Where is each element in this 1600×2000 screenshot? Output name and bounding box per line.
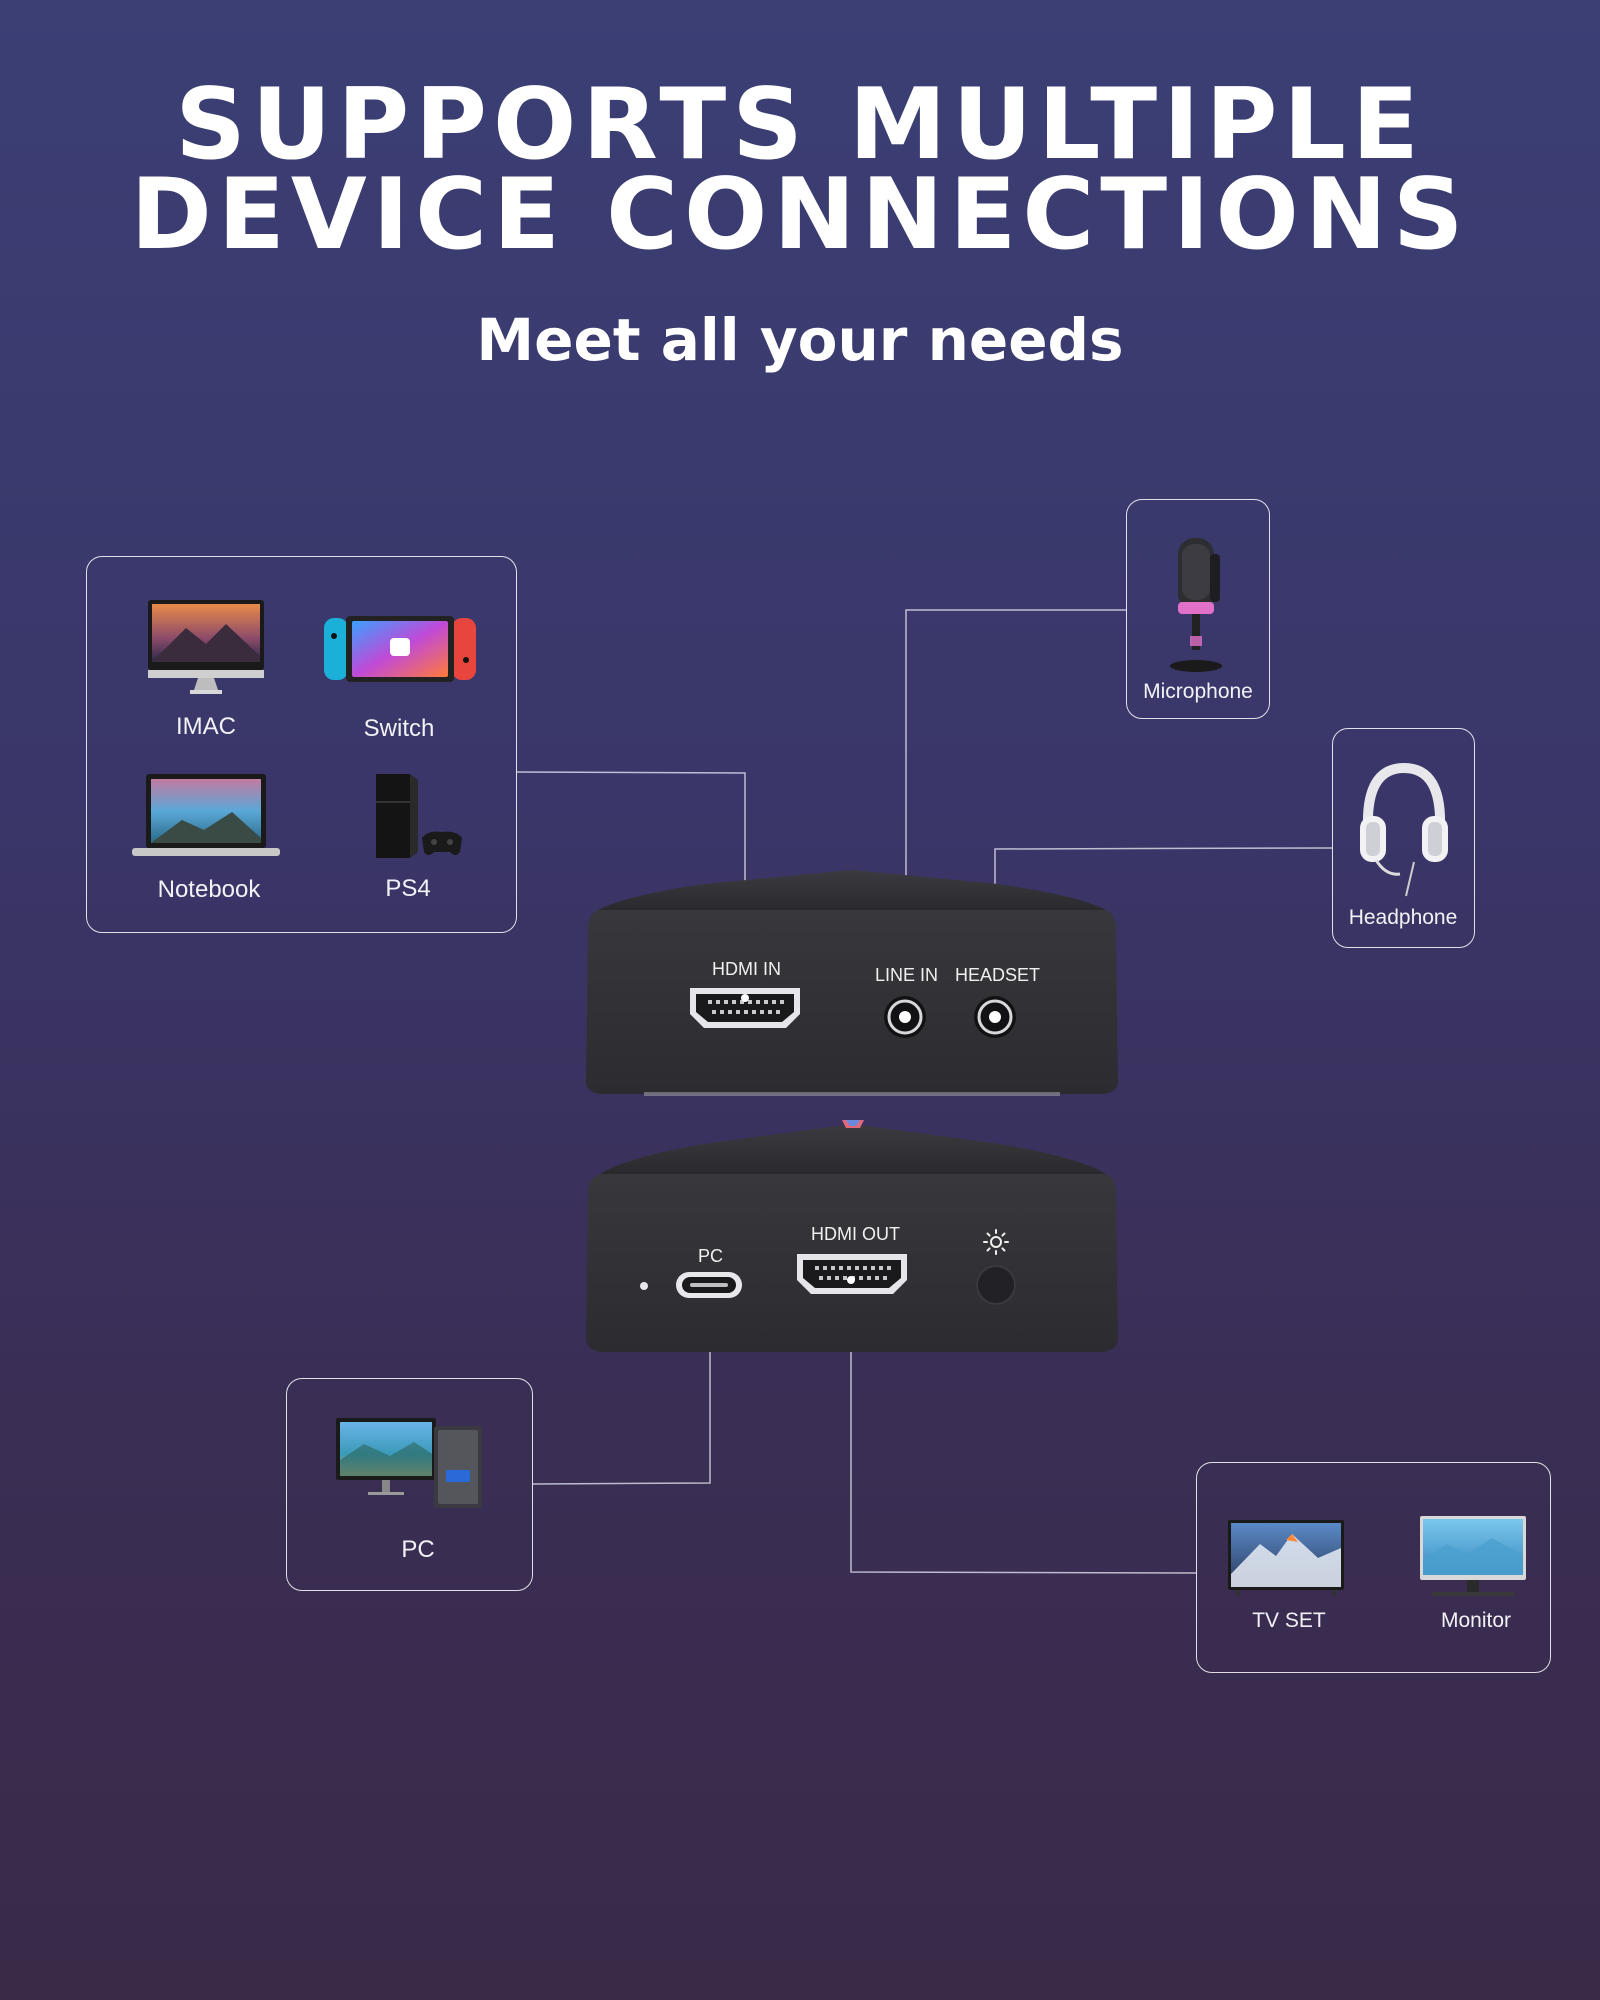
switch-icon	[324, 616, 476, 682]
pc-port-label: PC	[698, 1246, 724, 1266]
headphone-icon	[1360, 762, 1448, 897]
subtitle: Meet all your needs	[476, 306, 1124, 374]
imac-label: IMAC	[176, 713, 236, 740]
monitor-icon	[1420, 1516, 1526, 1596]
line-in-label: LINE IN	[875, 965, 939, 985]
tv-icon	[1228, 1520, 1344, 1596]
hub-top-unit	[586, 870, 1118, 1096]
notebook-icon	[132, 774, 280, 856]
pc-icon	[336, 1418, 482, 1508]
microphone-icon	[1170, 538, 1222, 672]
microphone-panel	[1126, 499, 1270, 719]
headphone-panel	[1332, 728, 1475, 948]
headline-line-1: SUPPORTS MULTIPLE	[175, 68, 1425, 182]
brightness-icon	[983, 1229, 1009, 1255]
ps4-icon	[376, 774, 462, 858]
pc-label: PC	[401, 1536, 435, 1563]
status-led	[640, 1282, 648, 1290]
hdmi-out-label: HDMI OUT	[811, 1224, 900, 1244]
display-panel	[1196, 1462, 1551, 1673]
headset-label: HEADSET	[955, 965, 1041, 985]
notebook-label: Notebook	[157, 876, 261, 903]
ps4-label: PS4	[385, 875, 431, 902]
line-in-jack	[884, 996, 926, 1038]
headline-line-2: DEVICE CONNECTIONS	[130, 158, 1470, 272]
switch-label: Switch	[363, 715, 435, 742]
brightness-button[interactable]	[976, 1265, 1016, 1305]
headset-jack	[974, 996, 1016, 1038]
wire-hdmi-out	[850, 1280, 1197, 1574]
monitor-label: Monitor	[1440, 1609, 1512, 1632]
hdmi-in-port	[690, 988, 800, 1028]
headphone-label: Headphone	[1348, 906, 1458, 929]
source-devices-panel	[86, 556, 517, 933]
pc-panel	[286, 1378, 533, 1591]
hdmi-in-label: HDMI IN	[712, 959, 781, 979]
tv-set-label: TV SET	[1252, 1609, 1326, 1632]
usb-c-port	[676, 1272, 742, 1298]
imac-icon	[148, 600, 264, 694]
hdmi-out-port	[797, 1254, 907, 1294]
microphone-label: Microphone	[1143, 680, 1253, 703]
